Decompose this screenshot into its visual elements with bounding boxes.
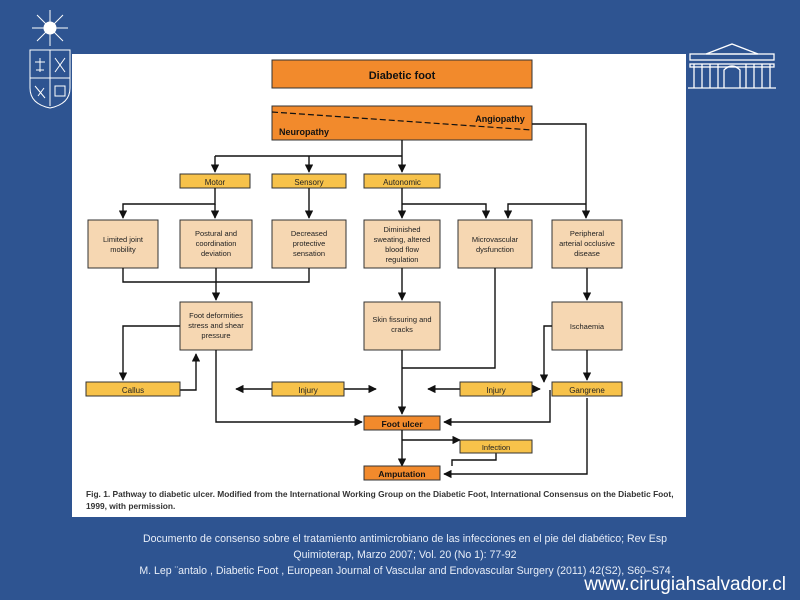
skin-fissuring-line2: cracks bbox=[391, 325, 413, 334]
peripheral-line3: disease bbox=[574, 249, 600, 258]
postural-deviation-box bbox=[179, 219, 253, 269]
reference-line-1: Documento de consenso sobre el tratamien… bbox=[142, 533, 668, 545]
ischaemia-box bbox=[551, 301, 623, 351]
diabetic-foot-title: Diabetic foot bbox=[369, 70, 436, 82]
microvascular-line2: dysfunction bbox=[476, 245, 514, 254]
references: Documento de consenso sobre el tratamien… bbox=[60, 531, 750, 579]
autonomic-label: Autonomic bbox=[383, 178, 421, 187]
motor-label: Motor bbox=[205, 178, 226, 187]
reference-line-3: M. Lep ¨antalo , Diabetic Foot , Europea… bbox=[139, 565, 671, 577]
limited-joint-mobility-box bbox=[87, 219, 159, 269]
website-link[interactable]: www.cirugiahsalvador.cl bbox=[584, 574, 786, 595]
gangrene-box bbox=[551, 381, 623, 397]
neuropathy-label: Neuropathy bbox=[279, 127, 329, 137]
diminished-line3: blood flow bbox=[385, 245, 419, 254]
peripheral-line1: Peripheral bbox=[570, 229, 605, 238]
diabetic-foot-title-box bbox=[271, 59, 533, 89]
sensory-label: Sensory bbox=[294, 178, 323, 187]
foot-ulcer-label: Foot ulcer bbox=[381, 419, 423, 429]
foot-deformities-box bbox=[179, 301, 253, 351]
microvascular-dysfunction-box bbox=[457, 219, 533, 269]
diminished-sweating-box bbox=[363, 219, 441, 269]
callus-label: Callus bbox=[122, 386, 144, 395]
infection-box bbox=[459, 439, 533, 454]
peripheral-arterial-disease-box bbox=[551, 219, 623, 269]
decreased-line2: protective bbox=[293, 239, 326, 248]
figure-caption: Fig. 1. Pathway to diabetic ulcer. Modif… bbox=[86, 489, 674, 511]
postural-line1: Postural and bbox=[195, 229, 237, 238]
neuropathy-angiopathy-box bbox=[271, 105, 533, 141]
diminished-line1: Diminished bbox=[383, 225, 420, 234]
gangrene-label: Gangrene bbox=[569, 386, 605, 395]
foot-deformities-line1: Foot deformities bbox=[189, 311, 243, 320]
reference-line-2: Quimioterap, Marzo 2007; Vol. 20 (No 1):… bbox=[293, 549, 517, 561]
hospital-building-icon bbox=[688, 43, 776, 89]
pathway-figure: Diabetic foot Angiopathy Neuropathy Moto… bbox=[72, 54, 686, 517]
skin-fissuring-line1: Skin fissuring and bbox=[372, 315, 431, 324]
ischaemia-label: Ischaemia bbox=[570, 322, 605, 331]
postural-line3: deviation bbox=[201, 249, 231, 258]
diabetic-foot-pathway-diagram: Diabetic foot Angiopathy Neuropathy Moto… bbox=[85, 59, 623, 481]
diminished-line2: sweating, altered bbox=[374, 235, 431, 244]
foot-deformities-line3: pressure bbox=[201, 331, 230, 340]
postural-line2: coordination bbox=[196, 239, 237, 248]
injury-left-label: Injury bbox=[298, 386, 318, 395]
amputation-label: Amputation bbox=[378, 469, 425, 479]
amputation-box bbox=[363, 465, 441, 481]
diminished-line4: regulation bbox=[386, 255, 419, 264]
limited-joint-line1: Limited joint bbox=[103, 235, 144, 244]
peripheral-line2: arterial occlusive bbox=[559, 239, 615, 248]
decreased-line3: sensation bbox=[293, 249, 325, 258]
angiopathy-label: Angiopathy bbox=[475, 114, 525, 124]
skin-fissuring-box bbox=[363, 301, 441, 351]
callus-box bbox=[85, 381, 181, 397]
university-crest-icon bbox=[29, 10, 71, 109]
limited-joint-line2: mobility bbox=[110, 245, 136, 254]
microvascular-line1: Microvascular bbox=[472, 235, 519, 244]
foot-deformities-line2: stress and shear bbox=[188, 321, 244, 330]
infection-label: Infection bbox=[482, 443, 510, 452]
decreased-line1: Decreased bbox=[291, 229, 327, 238]
injury-right-label: Injury bbox=[486, 386, 506, 395]
